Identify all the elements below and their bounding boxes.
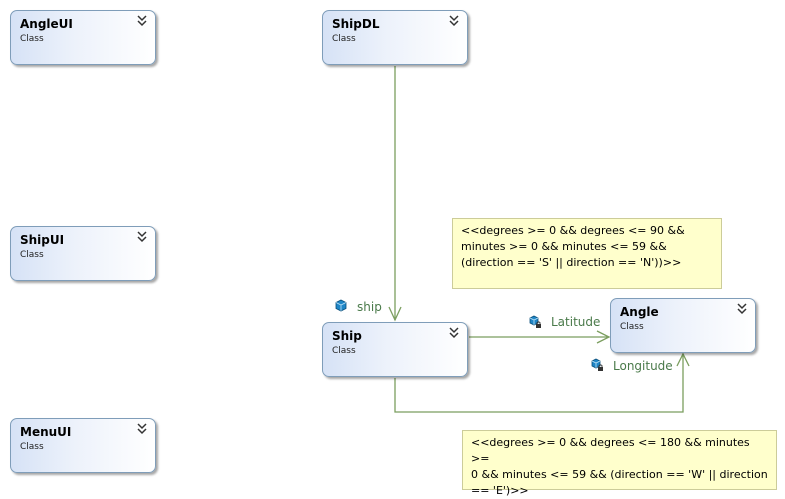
- association-label-ship: ship: [357, 300, 382, 314]
- class-stereotype: Class: [620, 322, 644, 332]
- longitude-association-arrowhead: [676, 352, 690, 367]
- public-property-icon: [335, 299, 347, 312]
- private-property-icon: [591, 358, 603, 371]
- latitude-association-arrowhead: [596, 330, 611, 344]
- chevron-double-down-icon[interactable]: [136, 14, 148, 28]
- chevron-double-down-icon[interactable]: [736, 302, 748, 316]
- class-stereotype: Class: [20, 250, 44, 260]
- class-stereotype: Class: [332, 34, 356, 44]
- class-name: ShipUI: [20, 233, 65, 247]
- chevron-double-down-icon[interactable]: [136, 230, 148, 244]
- chevron-double-down-icon[interactable]: [448, 14, 460, 28]
- class-name: AngleUI: [20, 17, 73, 31]
- class-box-shipui[interactable]: ShipUI Class: [10, 226, 156, 281]
- association-label-longitude: Longitude: [613, 359, 673, 373]
- ship-association-arrowhead: [388, 306, 402, 322]
- chevron-double-down-icon[interactable]: [448, 326, 460, 340]
- class-name: Angle: [620, 305, 659, 319]
- class-stereotype: Class: [20, 442, 44, 452]
- class-box-menuui[interactable]: MenuUI Class: [10, 418, 156, 473]
- class-name: MenuUI: [20, 425, 72, 439]
- class-box-angleui[interactable]: AngleUI Class: [10, 10, 156, 65]
- class-name: ShipDL: [332, 17, 380, 31]
- private-property-icon: [529, 315, 541, 328]
- class-box-ship[interactable]: Ship Class: [322, 322, 468, 377]
- class-stereotype: Class: [332, 346, 356, 356]
- class-box-shipdl[interactable]: ShipDL Class: [322, 10, 468, 65]
- class-box-angle[interactable]: Angle Class: [610, 298, 756, 353]
- association-label-latitude: Latitude: [551, 315, 601, 329]
- class-name: Ship: [332, 329, 362, 343]
- constraint-note-latitude: <<degrees >= 0 && degrees <= 90 && minut…: [452, 218, 722, 289]
- class-stereotype: Class: [20, 34, 44, 44]
- constraint-note-longitude: <<degrees >= 0 && degrees <= 180 && minu…: [462, 430, 777, 497]
- chevron-double-down-icon[interactable]: [136, 422, 148, 436]
